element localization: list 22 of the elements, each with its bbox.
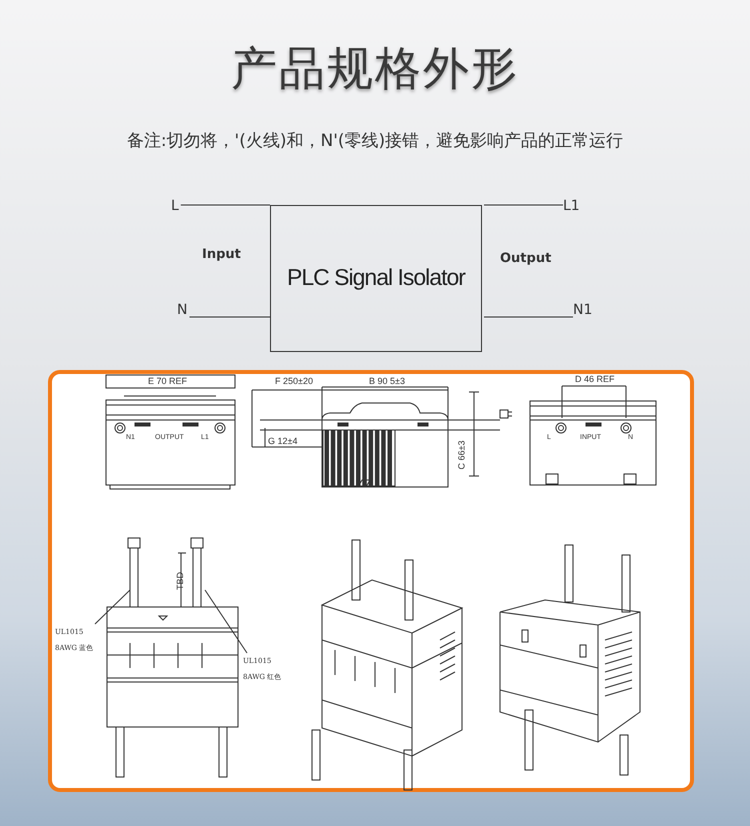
wire-line (484, 204, 564, 206)
dimension-text: C 66±3 (456, 440, 466, 470)
terminal-label: N1 (573, 302, 592, 318)
leader-line (204, 590, 248, 654)
box-title: PLC Signal Isolator (286, 264, 466, 291)
port-label: Output (500, 251, 552, 266)
dimension-text: B 90 5±3 (369, 376, 405, 386)
page-title: 产品规格外形 (230, 40, 520, 97)
terminal-label: N (177, 302, 188, 318)
isolator-box (270, 205, 482, 352)
wire-line (180, 204, 270, 206)
dimension-text: E 70 REF (148, 376, 188, 386)
terminal-label: L (171, 198, 179, 214)
note-text: 备注:切勿将，'(火线)和，N'(零线)接错，避免影响产品的正常运行 (126, 130, 624, 152)
leader-line (94, 590, 130, 624)
dimension-text: D 46 REF (575, 374, 615, 384)
wire-line (188, 316, 270, 318)
terminal-label: L1 (563, 198, 580, 214)
wire-line (484, 316, 574, 318)
dimension-text: F 250±20 (275, 376, 313, 386)
dimension-text: G 12±4 (268, 436, 298, 446)
port-label: Input (202, 247, 241, 262)
